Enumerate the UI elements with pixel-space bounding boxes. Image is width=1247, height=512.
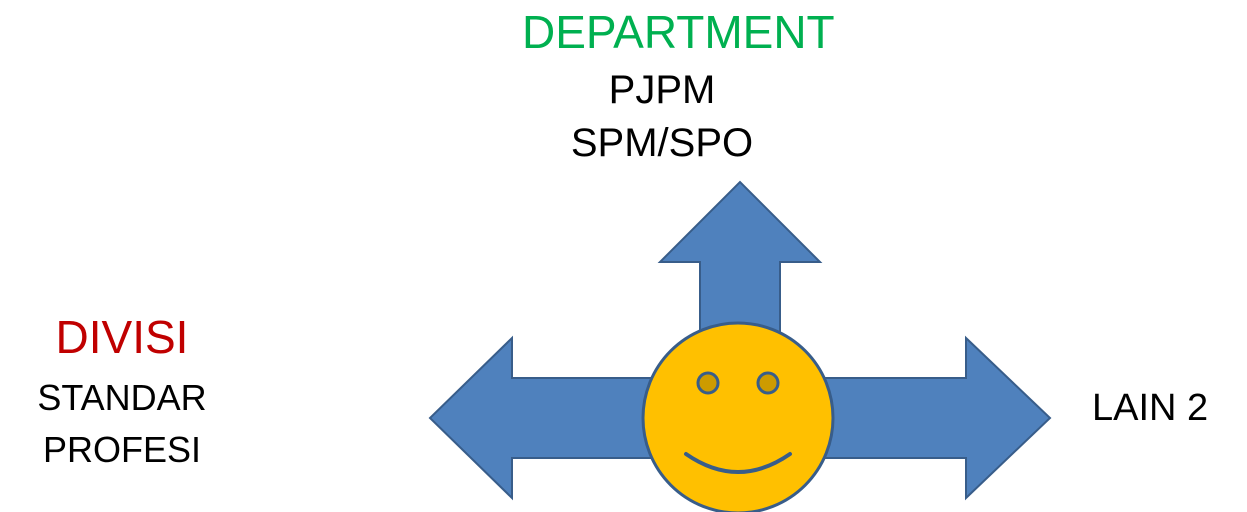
left-eye-icon: [696, 371, 720, 395]
smile-mouth: [684, 452, 792, 474]
department-heading: DEPARTMENT: [522, 6, 835, 58]
department-line-1: PJPM: [608, 68, 716, 112]
divisi-line-2: PROFESI: [42, 429, 202, 470]
divisi-label-group: DIVISI STANDAR PROFESI: [0, 302, 244, 476]
divisi-heading: DIVISI: [55, 311, 189, 363]
lain-label-group: LAIN 2: [1092, 380, 1242, 436]
department-label-group: DEPARTMENT PJPM SPM/SPO: [0, 0, 1247, 170]
department-line-2: SPM/SPO: [570, 121, 754, 165]
divisi-line-1: STANDAR: [37, 377, 207, 418]
smiley-face-icon: [641, 321, 835, 512]
lain-line-1: LAIN 2: [1092, 387, 1209, 429]
arrow-left-icon: [428, 335, 661, 501]
arrow-right-icon: [799, 335, 1052, 501]
right-eye-icon: [756, 371, 780, 395]
arrow-up-icon: [657, 180, 823, 341]
